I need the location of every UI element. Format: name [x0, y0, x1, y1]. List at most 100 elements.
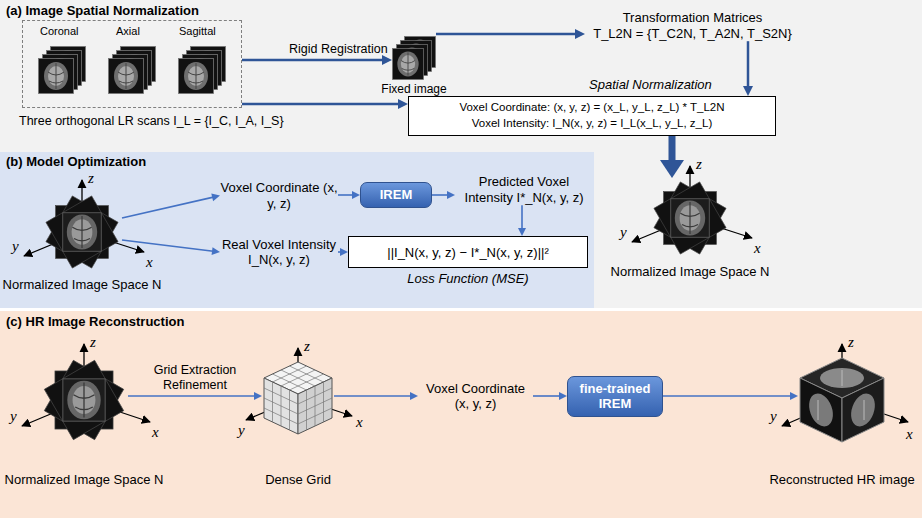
view-label: Coronal: [40, 25, 79, 37]
axis-label: z: [304, 338, 310, 354]
arrow-head: [352, 191, 360, 199]
grid-label: Dense Grid: [265, 472, 331, 487]
arrow-head: [340, 248, 348, 256]
node-text: Voxel Coordinate (x, y, z): [418, 381, 533, 412]
node-text: Predicted Voxel Intensity I*_N(x, y, z): [455, 174, 593, 205]
arrow-connector: [432, 191, 455, 199]
connector-line: [747, 41, 750, 87]
arrow-head: [254, 392, 262, 400]
edge-label: Grid Extraction Refinement: [145, 363, 245, 393]
formula-box: Spatial NormalizationVoxel Coordinate: (…: [408, 96, 776, 136]
model-box: IREM: [360, 182, 432, 208]
matrix-text: Transformation MatricesT_L2N = {T_C2N, T…: [585, 10, 800, 41]
text-node: Real Voxel Intensity I_N(x, y, z): [220, 237, 338, 268]
node-text: Real Voxel Intensity I_N(x, y, z): [220, 237, 338, 268]
arrow-head: [575, 29, 585, 39]
caption: Three orthogonal LR scans I_L = {I_C, I_…: [19, 114, 284, 128]
arrow-connector: [122, 240, 220, 255]
arrow-connector: [663, 392, 798, 400]
scan-slices: [39, 36, 436, 93]
axis-label: x: [356, 414, 363, 430]
connector-line: [521, 205, 523, 229]
axis-label: y: [12, 238, 19, 254]
axis-label: z: [88, 170, 94, 186]
volume-label: Reconstructed HR image: [769, 472, 914, 487]
axis-label: y: [620, 224, 627, 240]
connector-line: [122, 197, 213, 218]
volume-cube: Normalized Image Space N: [40, 356, 128, 444]
formula: Voxel Intensity: I_N(x, y, z) = I_L(x_L,…: [472, 116, 712, 132]
connector-line: [242, 103, 400, 106]
model-name: fine-trained IREM: [574, 381, 656, 412]
axis-label: z: [696, 156, 702, 172]
edge-label: Rigid Registration: [289, 42, 388, 57]
box-caption: Loss Function (MSE): [407, 271, 528, 286]
panel-title: (c) HR Image Reconstruction: [6, 314, 184, 329]
axis-label: z: [90, 334, 96, 350]
arrow-head: [382, 55, 392, 65]
arrow-connector: [338, 191, 360, 199]
volume-label: Normalized Image Space N: [3, 277, 162, 292]
text-node: Voxel Coordinate (x, y, z): [220, 180, 338, 211]
arrow-connector: [518, 205, 526, 236]
volume-label: Normalized Image Space N: [611, 264, 770, 279]
matrix-formula: T_L2N = {T_C2N, T_A2N, T_S2N}: [585, 26, 800, 42]
arrow-head: [410, 392, 418, 400]
axis-label: y: [10, 408, 17, 424]
panel-title: (a) Image Spatial Normalization: [6, 3, 199, 18]
node-text: Voxel Coordinate (x, y, z): [220, 180, 338, 211]
arrow-connector: [128, 392, 262, 400]
model-name: IREM: [380, 187, 413, 203]
arrow-head: [743, 86, 753, 96]
formula: ||I_N(x, y, z) − I*_N(x, y, z)||²: [387, 245, 548, 260]
axis-label: y: [770, 408, 777, 424]
connector-line: [533, 395, 560, 397]
view-label: Axial: [116, 25, 140, 37]
arrow-head: [790, 392, 798, 400]
volumes: [44, 182, 884, 442]
matrix-title: Transformation Matrices: [585, 10, 800, 26]
view-label: Sagittal: [179, 25, 216, 37]
arrow-connector: [436, 29, 585, 39]
image-stack: Fixed image: [392, 30, 436, 80]
arrow-head: [660, 160, 684, 178]
arrow-head: [518, 228, 526, 236]
hr-volume: Reconstructed HR image: [798, 356, 886, 444]
connector-line: [334, 395, 411, 397]
arrow-head: [211, 193, 220, 201]
arrow-head: [212, 247, 220, 255]
connector-line: [242, 59, 384, 62]
panel-title: (b) Model Optimization: [6, 154, 146, 169]
axis-label: x: [146, 254, 153, 270]
arrow-head: [398, 99, 408, 109]
connector-line: [663, 395, 791, 397]
arrow-connector: [660, 136, 684, 178]
text-node: Voxel Coordinate (x, y, z): [418, 381, 533, 412]
arrow-connector: [533, 392, 567, 400]
arrow-head: [447, 191, 455, 199]
scan-group: CoronalAxialSagittalThree orthogonal LR …: [22, 20, 242, 108]
arrow-connector: [334, 392, 418, 400]
loss-box: ||I_N(x, y, z) − I*_N(x, y, z)||²Loss Fu…: [348, 236, 588, 268]
panel-band: (c) HR Image ReconstructionNormalized Im…: [0, 311, 922, 518]
axis-label: x: [754, 240, 761, 256]
connector-line: [128, 395, 255, 397]
axis-label: z: [848, 334, 854, 350]
connector-line: [432, 194, 448, 196]
axis-label: x: [906, 426, 913, 442]
arrow-head: [559, 392, 567, 400]
image-label: Fixed image: [381, 82, 446, 96]
axis-label: x: [152, 424, 159, 440]
model-box: fine-trained IREM: [567, 376, 663, 417]
volume-label: Normalized Image Space N: [5, 472, 164, 487]
text-node: Predicted Voxel Intensity I*_N(x, y, z): [455, 174, 593, 205]
connector-line: [436, 33, 577, 36]
axis-label: y: [238, 422, 245, 438]
grid-cube: Dense Grid: [262, 360, 334, 436]
volume-cube: Normalized Image Space N: [650, 178, 730, 258]
axes: [22, 166, 908, 426]
connector-line: [122, 240, 213, 251]
volume-cube: Normalized Image Space N: [42, 192, 122, 272]
arrow-connector: [242, 99, 408, 109]
